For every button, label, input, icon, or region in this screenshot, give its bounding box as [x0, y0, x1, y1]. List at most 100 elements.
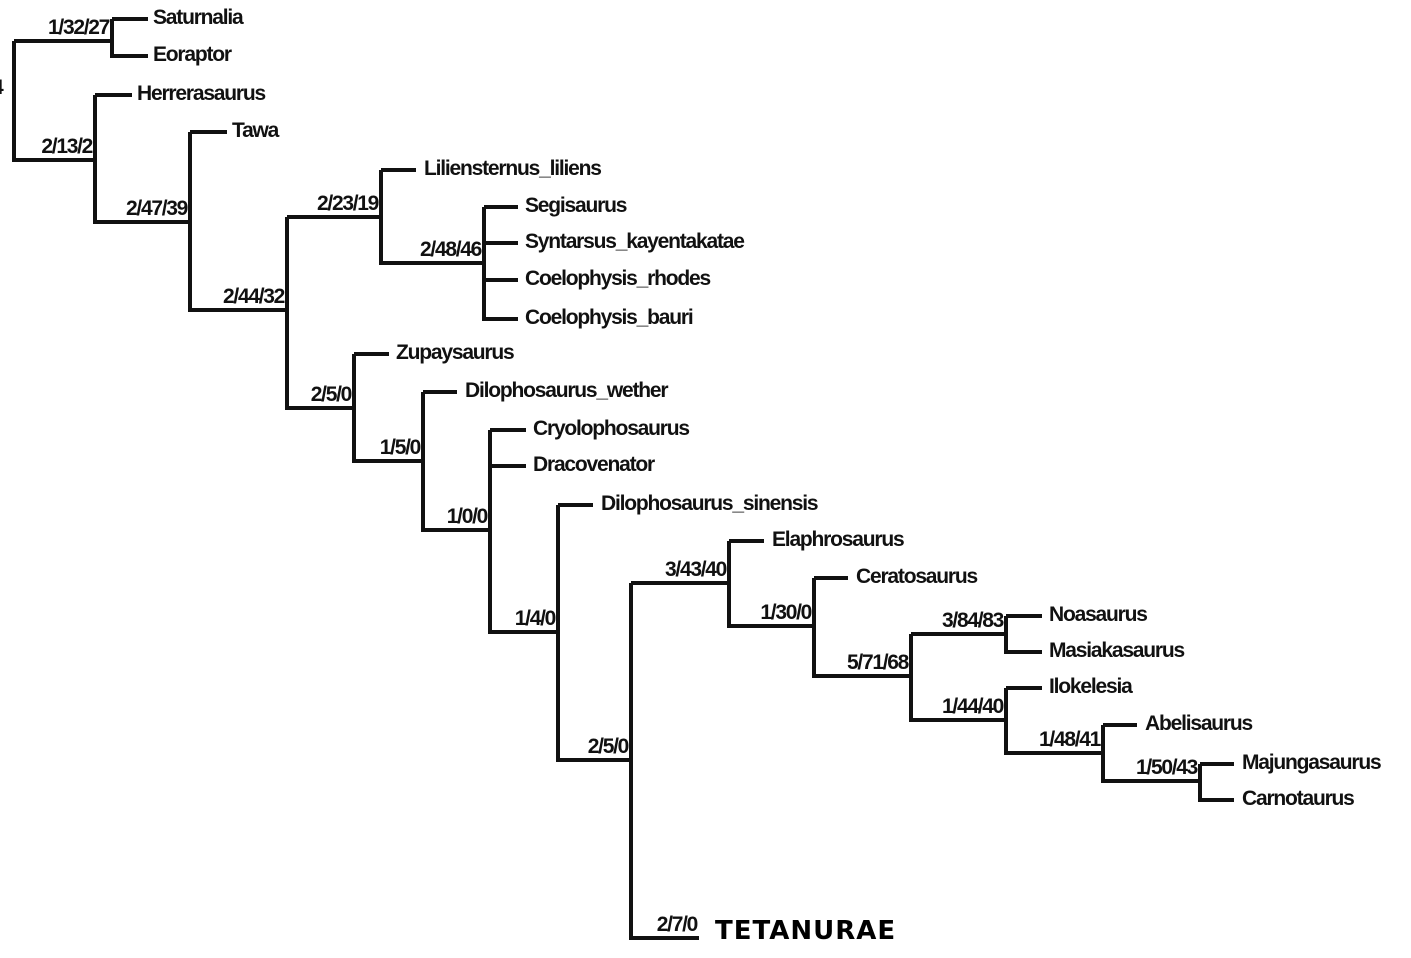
node-vertical [1198, 764, 1202, 802]
internal-branch [631, 581, 731, 585]
taxon-label: Ceratosaurus [856, 565, 978, 588]
internal-branch [14, 158, 97, 162]
taxon-label: Herrerasaurus [137, 82, 266, 105]
leaf-branch [1006, 650, 1042, 654]
support-label: 1/4/0 [514, 607, 557, 630]
internal-branch [287, 406, 356, 410]
support-label: 3/43/40 [665, 558, 727, 581]
taxon-label: Noasaurus [1049, 603, 1148, 626]
taxon-label: Eoraptor [153, 43, 232, 66]
node-vertical [482, 207, 486, 321]
support-label: 1/50/43 [1136, 756, 1198, 779]
leaf-branch [484, 205, 518, 209]
internal-branch [490, 630, 560, 634]
support-label: 2/48/46 [420, 238, 482, 261]
taxon-label: Elaphrosaurus [772, 528, 905, 551]
leaf-branch [354, 352, 389, 356]
node-vertical [556, 505, 560, 762]
taxon-label: Segisaurus [525, 194, 627, 217]
taxon-label: Abelisaurus [1145, 712, 1253, 735]
taxon-label: Syntarsus_kayentakatae [525, 230, 745, 253]
taxon-label: Dracovenator [533, 453, 655, 476]
taxon-label: Majungasaurus [1242, 751, 1382, 774]
internal-branch [423, 528, 492, 532]
leaf-branch [490, 428, 526, 432]
internal-branch [381, 261, 486, 265]
internal-branch [190, 308, 289, 312]
taxon-label: Dilophosaurus_wether [465, 379, 669, 402]
node-vertical [909, 634, 913, 722]
taxon-label: Carnotaurus [1242, 787, 1355, 810]
node-vertical [1004, 688, 1008, 755]
tetanurae-branch [631, 936, 699, 940]
leaf-branch [381, 168, 416, 172]
support-label: 2/5/0 [310, 383, 353, 406]
taxon-label: Coelophysis_rhodes [525, 267, 711, 290]
leaf-branch [1006, 686, 1042, 690]
support-label: 1/0/0 [446, 505, 489, 528]
node-vertical [188, 132, 192, 312]
support-label: 1/48/41 [1039, 728, 1101, 751]
internal-branch [558, 758, 633, 762]
root-support-label: 4 [0, 77, 4, 99]
leaf-branch [1200, 798, 1234, 802]
node-vertical [93, 95, 97, 224]
leaf-branch [814, 576, 848, 580]
support-label: 1/5/0 [379, 436, 422, 459]
root-branch [12, 41, 16, 162]
clade-label-tetanurae: TETANURAE [715, 916, 897, 946]
taxon-label: Liliensternus_liliens [424, 157, 602, 180]
support-label: 2/47/39 [126, 197, 188, 220]
internal-branch [14, 39, 114, 43]
node-vertical [285, 217, 289, 410]
internal-branch [354, 459, 425, 463]
internal-branch [814, 674, 913, 678]
support-label: 1/30/0 [760, 601, 812, 624]
leaf-branch [190, 130, 227, 134]
node-vertical [110, 19, 114, 58]
node-vertical [488, 430, 492, 634]
taxon-label: Dilophosaurus_sinensis [601, 492, 819, 515]
leaf-branch [112, 17, 148, 21]
leaf-branch [490, 464, 526, 468]
node-vertical [812, 578, 816, 678]
taxon-label: Masiakasaurus [1049, 639, 1185, 662]
support-label: 2/5/0 [587, 735, 630, 758]
leaf-branch [484, 241, 518, 245]
node-vertical [352, 354, 356, 463]
support-label: 2/7/0 [656, 913, 699, 936]
leaf-branch [423, 390, 457, 394]
internal-branch [729, 624, 816, 628]
taxon-label: Zupaysaurus [396, 341, 515, 364]
node-vertical [379, 170, 383, 265]
leaf-branch [484, 278, 518, 282]
internal-branch [911, 632, 1008, 636]
node-vertical [421, 392, 425, 532]
internal-branch [287, 215, 383, 219]
taxon-label: Tawa [232, 119, 279, 142]
internal-branch [1006, 751, 1105, 755]
support-label: 5/71/68 [847, 651, 909, 674]
internal-branch [95, 220, 192, 224]
internal-branch [1103, 779, 1202, 783]
node-vertical [1101, 725, 1105, 783]
node-vertical [727, 541, 731, 628]
internal-branch [911, 718, 1008, 722]
leaf-branch [1200, 762, 1234, 766]
support-label: 2/13/2 [41, 135, 93, 158]
leaf-branch [729, 539, 764, 543]
leaf-branch [484, 317, 518, 321]
leaf-branch [95, 93, 132, 97]
support-label: 2/44/32 [223, 285, 285, 308]
support-label: 1/32/27 [48, 16, 110, 39]
taxon-label: Coelophysis_bauri [525, 306, 694, 329]
support-label: 3/84/83 [942, 609, 1004, 632]
leaf-branch [558, 503, 593, 507]
taxon-label: Saturnalia [153, 6, 244, 29]
leaf-branch [1006, 614, 1042, 618]
leaf-branch [112, 54, 148, 58]
node-vertical [629, 583, 633, 940]
taxon-label: Ilokelesia [1049, 675, 1133, 698]
leaf-branch [1103, 723, 1137, 727]
node-vertical [1004, 616, 1008, 654]
